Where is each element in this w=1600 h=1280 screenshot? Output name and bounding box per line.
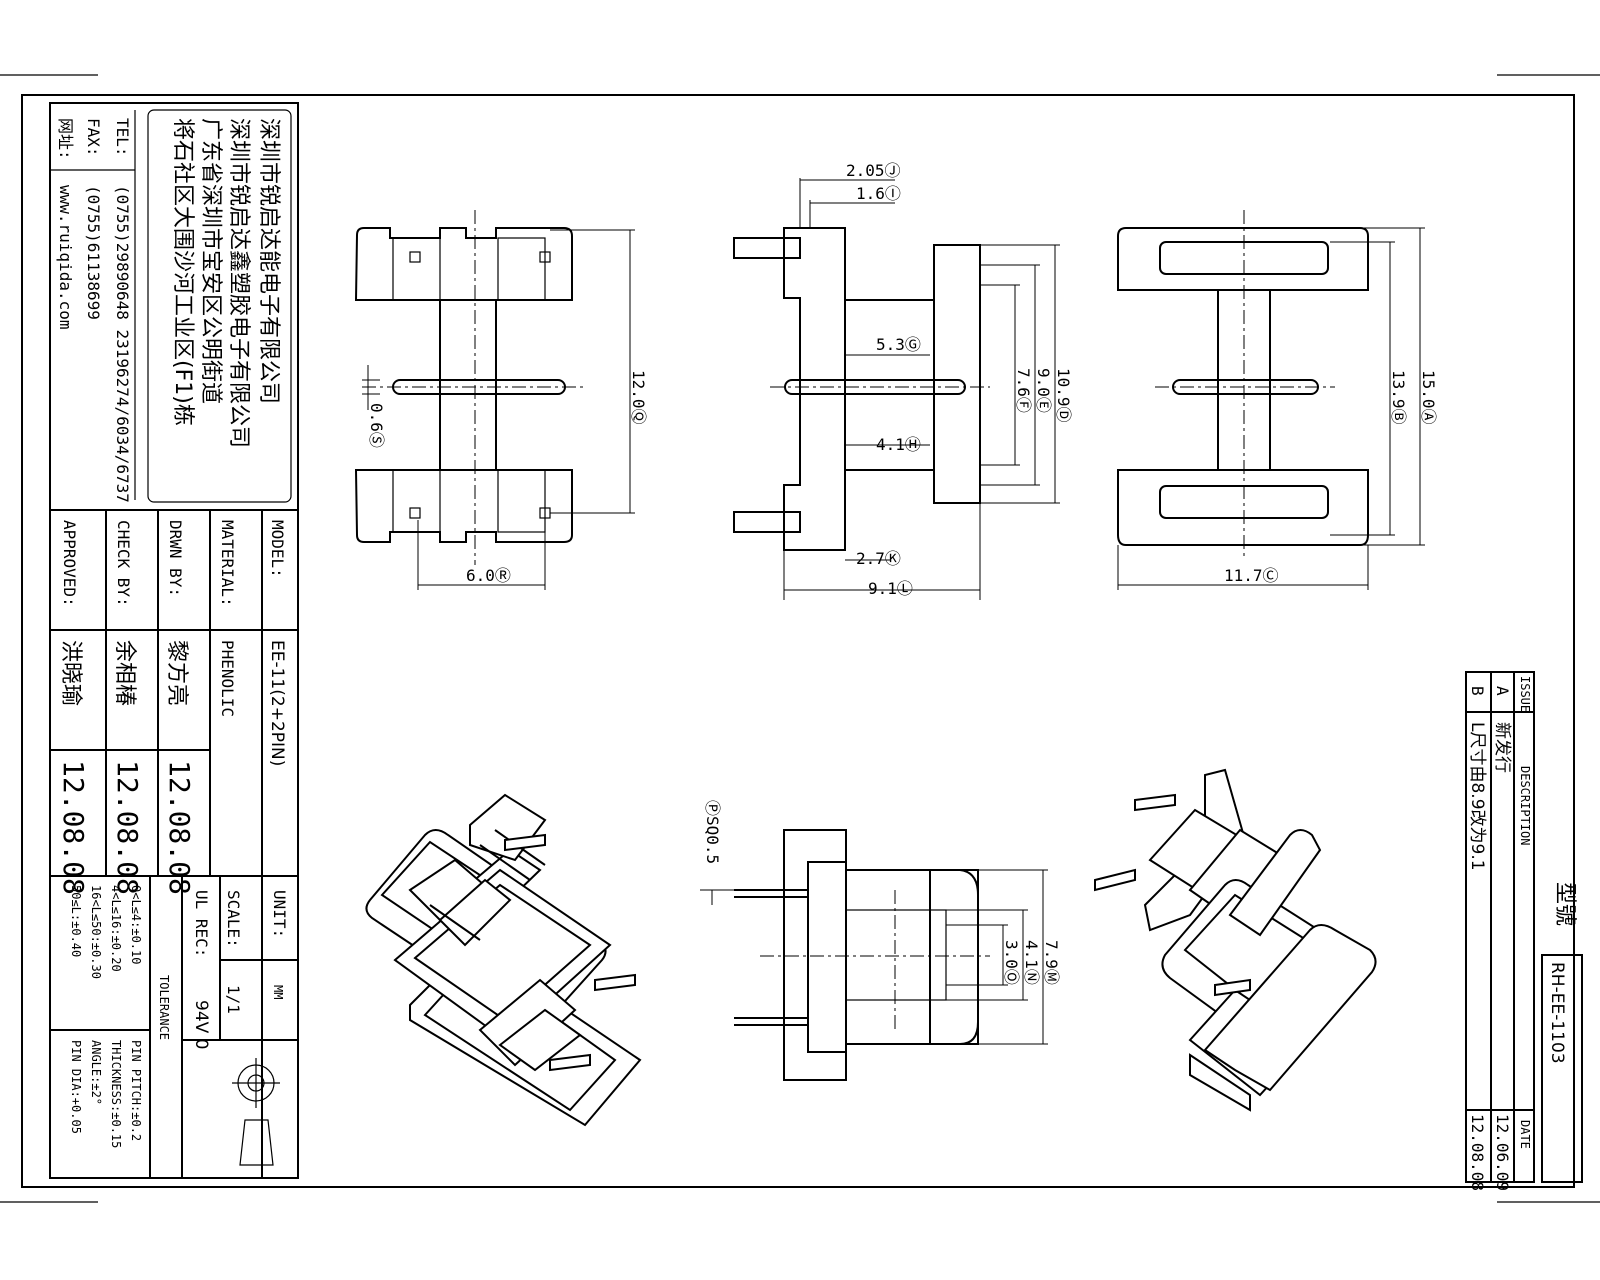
dim-r: 6.0Ⓡ	[466, 566, 511, 585]
address-line-1: 广东省深圳市宝安区公明街道	[198, 118, 223, 404]
rev-a-issue: A	[1493, 686, 1512, 696]
model-value: EE-11(2+2PIN)	[267, 640, 287, 766]
dim-h: 4.1Ⓗ	[876, 435, 921, 454]
material-label: MATERIAL:	[218, 520, 237, 607]
company-name: 深圳市锐启达能电子有限公司	[256, 118, 281, 404]
revision-table	[1465, 671, 1583, 1183]
dim-s: 0.6Ⓢ	[367, 403, 386, 448]
web-value: www.ruiqida.com	[56, 185, 75, 330]
dim-q: 12.0Ⓠ	[629, 370, 648, 425]
check-label: CHECK BY:	[114, 520, 133, 607]
drwn-value: 黎方亮	[164, 640, 189, 706]
dim-l: 9.1Ⓛ	[868, 579, 913, 598]
drwn-label: DRWN BY:	[166, 520, 185, 597]
web-label: 网址:	[56, 118, 75, 160]
tel-label: TEL:	[113, 118, 132, 157]
tolerance-2: 4<L≤16:±0.20	[109, 885, 123, 972]
ul-value: 94V 0	[191, 1000, 211, 1049]
dim-p: ⓅSQ0.5	[703, 800, 722, 864]
material-value: PHENOLIC	[218, 640, 237, 717]
iso-view-left	[365, 793, 642, 1127]
drwn-date: 12.08.08	[163, 760, 196, 895]
dim-a: 15.0Ⓐ	[1419, 370, 1438, 425]
dim-e: 9.0Ⓔ	[1034, 368, 1053, 413]
rev-a-desc: 新发行	[1492, 722, 1512, 773]
approved-date: 12.08.08	[57, 760, 90, 895]
tolerance-4: 50≤L:±0.40	[69, 885, 83, 957]
tolerance-1: 0<L≤4:±0.10	[129, 885, 143, 964]
tolerance-6: THICKNESS:±0.15	[109, 1040, 123, 1148]
tolerance-5: PIN PITCH:±0.2	[129, 1040, 143, 1141]
tolerance-8: PIN DIA:+0.05	[69, 1040, 83, 1134]
projection-symbol-icon	[232, 1058, 280, 1166]
scale-value: 1/1	[224, 985, 243, 1014]
check-value: 余相椿	[112, 640, 137, 706]
sub-company-name: 深圳市锐启达鑫塑胶电子有限公司	[226, 118, 251, 448]
unit-label: UNIT:	[270, 890, 289, 938]
unit-value: MM	[271, 985, 285, 999]
model-label: MODEL:	[268, 520, 287, 578]
sheet-border	[21, 94, 1575, 1188]
rev-b-issue: B	[1468, 686, 1487, 696]
view-end	[700, 829, 1048, 1081]
view-front	[354, 210, 635, 590]
tolerance-7: ANGLE:±2°	[89, 1040, 103, 1105]
tolerance-label: TOLERANCE	[157, 975, 171, 1040]
view-side	[733, 178, 1060, 600]
address-line-2: 将石社区大围沙河工业区(F1)栋	[170, 118, 195, 426]
drawing-number: RH-EE-1103	[1547, 962, 1567, 1064]
fax-label: FAX:	[84, 118, 103, 157]
description-header: DESCRIPTION	[1518, 766, 1532, 845]
dim-c: 11.7Ⓒ	[1224, 566, 1279, 585]
sheet-corner-marks	[0, 74, 1600, 1203]
rev-b-desc: L尺寸由8.9改为9.1	[1467, 722, 1487, 871]
ul-label: UL REC:	[192, 890, 211, 957]
date-header: DATE	[1518, 1120, 1532, 1149]
dim-n: 4.1Ⓝ	[1022, 940, 1041, 985]
check-date: 12.08.08	[111, 760, 144, 895]
view-rear	[1117, 210, 1425, 590]
address-panel	[147, 109, 292, 503]
iso-view-right	[1094, 768, 1377, 1112]
rev-b-date: 12.08.08	[1468, 1114, 1487, 1191]
dim-k: 2.7Ⓚ	[856, 549, 901, 568]
tel-value: (0755)29890648 23196274/6034/6737	[113, 185, 132, 503]
fax-value: (0755)61138699	[84, 185, 103, 320]
rev-a-date: 12.06.09	[1493, 1114, 1512, 1191]
dim-j: 2.05Ⓙ	[846, 161, 901, 180]
dim-i: 1.6Ⓘ	[856, 184, 901, 203]
dim-b: 13.9Ⓑ	[1389, 370, 1408, 425]
approved-value: 洪晓瑜	[58, 640, 83, 706]
title-block-frame	[49, 102, 299, 1179]
approved-label: APPROVED:	[60, 520, 79, 607]
scale-label: SCALE:	[224, 890, 243, 948]
dim-g: 5.3Ⓖ	[876, 335, 921, 354]
dim-o: 3.0Ⓞ	[1002, 940, 1021, 985]
dim-f: 7.6Ⓕ	[1014, 368, 1033, 413]
tolerance-3: 16<L≤50:±0.30	[89, 885, 103, 979]
dim-d: 10.9Ⓓ	[1054, 368, 1073, 423]
revision-title: 型號	[1552, 882, 1577, 926]
dim-m: 7.9Ⓜ	[1042, 940, 1061, 985]
issue-header: ISSUE	[1518, 676, 1532, 712]
